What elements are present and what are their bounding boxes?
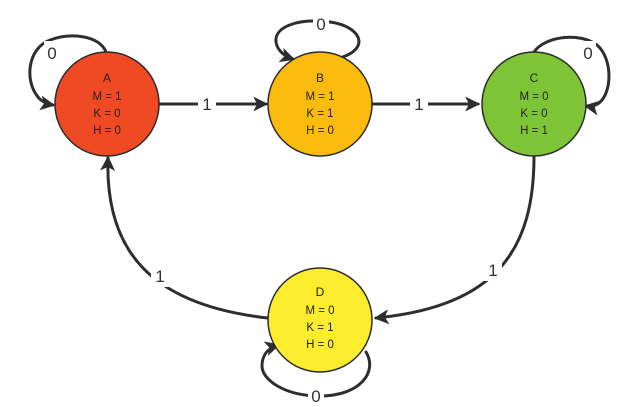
state-c-h-value: H = 1 xyxy=(520,125,548,137)
state-b-m-value: M = 1 xyxy=(305,91,334,103)
transition-d-a-arrow xyxy=(100,155,270,320)
state-c-circle xyxy=(481,51,587,157)
state-a-m-value: M = 1 xyxy=(92,91,121,103)
transition-d-d-label-bg xyxy=(308,385,324,407)
state-b-k-value: K = 1 xyxy=(306,108,333,120)
transition-c-d-label-bg xyxy=(484,259,502,281)
transition-d-a-label: 1 xyxy=(155,267,164,286)
state-b-h-value: H = 0 xyxy=(306,125,334,137)
state-a: A M = 1 K = 0 H = 0 xyxy=(54,51,160,157)
transition-d-a-label-bg xyxy=(151,265,169,287)
state-c-k-value: K = 0 xyxy=(520,108,547,120)
transition-a-b-label: 1 xyxy=(202,95,211,114)
state-a-h-value: H = 0 xyxy=(93,125,121,137)
transition-c-d-arrow xyxy=(373,154,536,325)
transition-a-b-label-bg xyxy=(198,93,216,115)
transition-b-c-label: 1 xyxy=(414,95,423,114)
transition-c-c-label: 0 xyxy=(583,44,592,63)
transition-b-c-label-bg xyxy=(410,93,428,115)
transition-c-c-arrow xyxy=(532,35,611,116)
state-d-h-value: H = 0 xyxy=(306,339,334,351)
state-c: C M = 0 K = 0 H = 1 xyxy=(481,51,587,157)
state-b: B M = 1 K = 1 H = 0 xyxy=(267,51,373,157)
state-c-m-value: M = 0 xyxy=(519,91,548,103)
transition-d-d-arrow xyxy=(260,341,372,398)
state-d-k-value: K = 1 xyxy=(306,322,333,334)
state-a-circle xyxy=(54,51,160,157)
state-d-m-value: M = 0 xyxy=(305,305,334,317)
state-b-name: B xyxy=(316,71,324,85)
transition-d-d-label: 0 xyxy=(311,387,320,406)
state-c-name: C xyxy=(530,71,539,85)
state-d-circle xyxy=(267,267,373,373)
state-d-name: D xyxy=(316,285,325,299)
transition-c-d-label: 1 xyxy=(488,261,497,280)
state-a-name: A xyxy=(103,71,111,85)
transition-a-a-label: 0 xyxy=(47,44,56,63)
transition-b-b-label-bg xyxy=(313,12,329,34)
transition-a-a-arrow xyxy=(28,34,108,111)
transition-c-c-label-bg xyxy=(580,41,596,63)
transition-a-a-label-bg xyxy=(44,41,60,63)
state-a-k-value: K = 0 xyxy=(93,108,120,120)
state-b-circle xyxy=(267,51,373,157)
transition-b-b-arrow xyxy=(274,19,361,63)
transition-b-b-label: 0 xyxy=(316,15,325,34)
state-d: D M = 0 K = 1 H = 0 xyxy=(267,267,373,373)
